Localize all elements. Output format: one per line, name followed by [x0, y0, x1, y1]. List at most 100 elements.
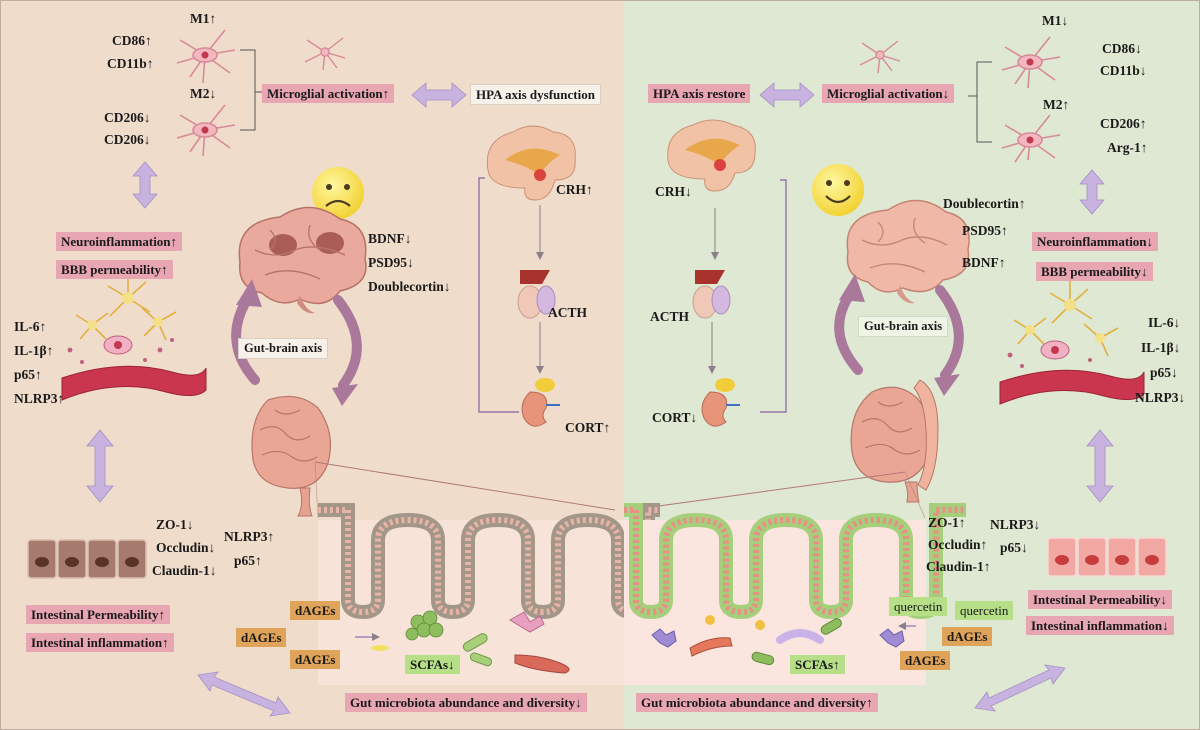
gut-p65-left: p65↑ [234, 553, 262, 568]
dages-label-3: dAGEs [290, 650, 341, 669]
cd206-label-right: CD206↑ [1100, 116, 1147, 131]
psd95-left: PSD95↓ [368, 255, 414, 270]
cd11b-label-right: CD11b↓ [1100, 63, 1147, 78]
adrenal-kidney-left-icon [521, 378, 560, 427]
occludin-left: Occludin↓ [156, 540, 216, 555]
inflamed-vessel-right-icon [999, 281, 1145, 405]
double-arrow-left-vertical-2 [86, 429, 114, 503]
microglia-resting-left-icon [304, 37, 346, 71]
crh-left: CRH↑ [556, 182, 593, 197]
villi-cross-section-left [318, 503, 660, 685]
double-arrow-right-diagonal [974, 664, 1066, 712]
neuroinflammation-right: Neuroinflammation↓ [1032, 232, 1159, 251]
il1b-right: IL-1β↓ [1141, 340, 1181, 355]
microglia-m2-right-icon [1001, 114, 1061, 163]
il1b-left: IL-1β↑ [14, 343, 54, 358]
microbes-right [651, 615, 905, 666]
gut-nlrp3-left: NLRP3↑ [224, 529, 275, 544]
happy-face-icon [812, 164, 864, 216]
nlrp3-left: NLRP3↑ [14, 391, 65, 406]
intestinal-permeability-right: Intestinal Permeability↓ [1028, 590, 1172, 609]
nlrp3-right: NLRP3↓ [1135, 390, 1186, 405]
acth-right: ACTH [650, 309, 690, 324]
m2-label: M2↓ [190, 86, 217, 101]
intestine-right-icon [850, 379, 939, 503]
gut-brain-arrow-left-down [333, 295, 362, 390]
quercetin-label-1: quercetin [889, 597, 948, 616]
hpa-axis-dysfunction: HPA axis dysfunction [470, 84, 601, 105]
cort-right: CORT↓ [652, 410, 698, 425]
double-arrow-right-vertical-2 [1086, 429, 1114, 503]
zo1-right: ZO-1↑ [928, 515, 966, 530]
bdnf-left: BDNF↓ [368, 231, 412, 246]
intestine-left-icon [251, 395, 331, 517]
dages-right-1: dAGEs [942, 627, 993, 646]
cd206-label-b: CD206↓ [104, 132, 151, 147]
doublecortin-right: Doublecortin↑ [943, 196, 1026, 211]
adrenal-kidney-right-icon [701, 378, 740, 427]
acth-left: ACTH [548, 305, 588, 320]
bbb-permeability-left: BBB permeability↑ [56, 260, 173, 279]
il6-right: IL-6↓ [1148, 315, 1181, 330]
damaged-brain-icon [238, 206, 367, 314]
double-arrow-left-top [411, 82, 467, 108]
claudin-left: Claudin-1↓ [152, 563, 217, 578]
scfas-right: SCFAs↑ [790, 655, 845, 674]
gut-brain-axis-right: Gut-brain axis [858, 316, 949, 337]
microbiota-right: Gut microbiota abundance and diversity↑ [636, 693, 878, 712]
p65-right: p65↓ [1150, 365, 1178, 380]
pituitary-right-icon [692, 270, 731, 319]
intestinal-inflammation-left: Intestinal inflammation↑ [26, 633, 174, 652]
double-arrow-right-vertical-1 [1079, 169, 1105, 215]
microbiota-left: Gut microbiota abundance and diversity↓ [345, 693, 587, 712]
dages-label-1: dAGEs [290, 601, 341, 620]
cort-left: CORT↑ [565, 420, 611, 435]
gut-brain-axis-left: Gut-brain axis [238, 338, 329, 359]
microglia-m1-left-icon [176, 29, 236, 84]
scfas-left: SCFAs↓ [405, 655, 460, 674]
m1-label-right: M1↓ [1042, 13, 1069, 28]
sad-face-icon [312, 167, 364, 219]
intestinal-inflammation-right: Intestinal inflammation↓ [1026, 616, 1174, 635]
m1-label: M1↑ [190, 11, 217, 26]
p65-left: p65↑ [14, 367, 42, 382]
double-arrow-right-top [759, 82, 815, 108]
bbb-permeability-right: BBB permeability↓ [1036, 262, 1153, 281]
microglia-resting-right-icon [859, 40, 901, 74]
il6-left: IL-6↑ [14, 319, 47, 334]
villi-cross-section-right [624, 503, 966, 685]
quercetin-label-2: quercetin [955, 601, 1014, 620]
crh-right: CRH↓ [655, 184, 692, 199]
healthy-brain-icon [846, 199, 970, 304]
microglia-m1-right-icon [1001, 36, 1061, 89]
hpa-brain-right-icon [667, 119, 756, 192]
hpa-axis-restore: HPA axis restore [648, 84, 751, 103]
double-arrow-left-vertical-1 [132, 161, 158, 209]
inflamed-vessel-left-icon [61, 274, 207, 401]
microglial-activation-left: Microglial activation↑ [262, 84, 395, 103]
psd95-right: PSD95↑ [962, 223, 1008, 238]
zo1-left: ZO-1↓ [156, 517, 194, 532]
microglia-m2-left-icon [176, 104, 236, 157]
cd86-label-right: CD86↓ [1102, 41, 1142, 56]
cd86-label: CD86↑ [112, 33, 152, 48]
epithelium-damaged-icon [27, 539, 147, 579]
intestinal-permeability-left: Intestinal Permeability↑ [26, 605, 170, 624]
microglial-activation-right: Microglial activation↓ [822, 84, 955, 103]
dages-label-2: dAGEs [236, 628, 287, 647]
m2-label-right: M2↑ [1043, 97, 1070, 112]
doublecortin-left: Doublecortin↓ [368, 279, 451, 294]
cd206-label-a: CD206↓ [104, 110, 151, 125]
hpa-brain-left-icon [486, 125, 576, 201]
dages-right-2: dAGEs [900, 651, 951, 670]
microbes-left [370, 610, 570, 674]
gut-nlrp3-right: NLRP3↓ [990, 517, 1041, 532]
gut-p65-right: p65↓ [1000, 540, 1028, 555]
neuroinflammation-left: Neuroinflammation↑ [56, 232, 183, 251]
gut-brain-arrow-right-down [935, 285, 964, 380]
double-arrow-left-diagonal [197, 671, 291, 717]
occludin-right: Occludin↑ [928, 537, 988, 552]
pituitary-left-icon [517, 270, 556, 319]
